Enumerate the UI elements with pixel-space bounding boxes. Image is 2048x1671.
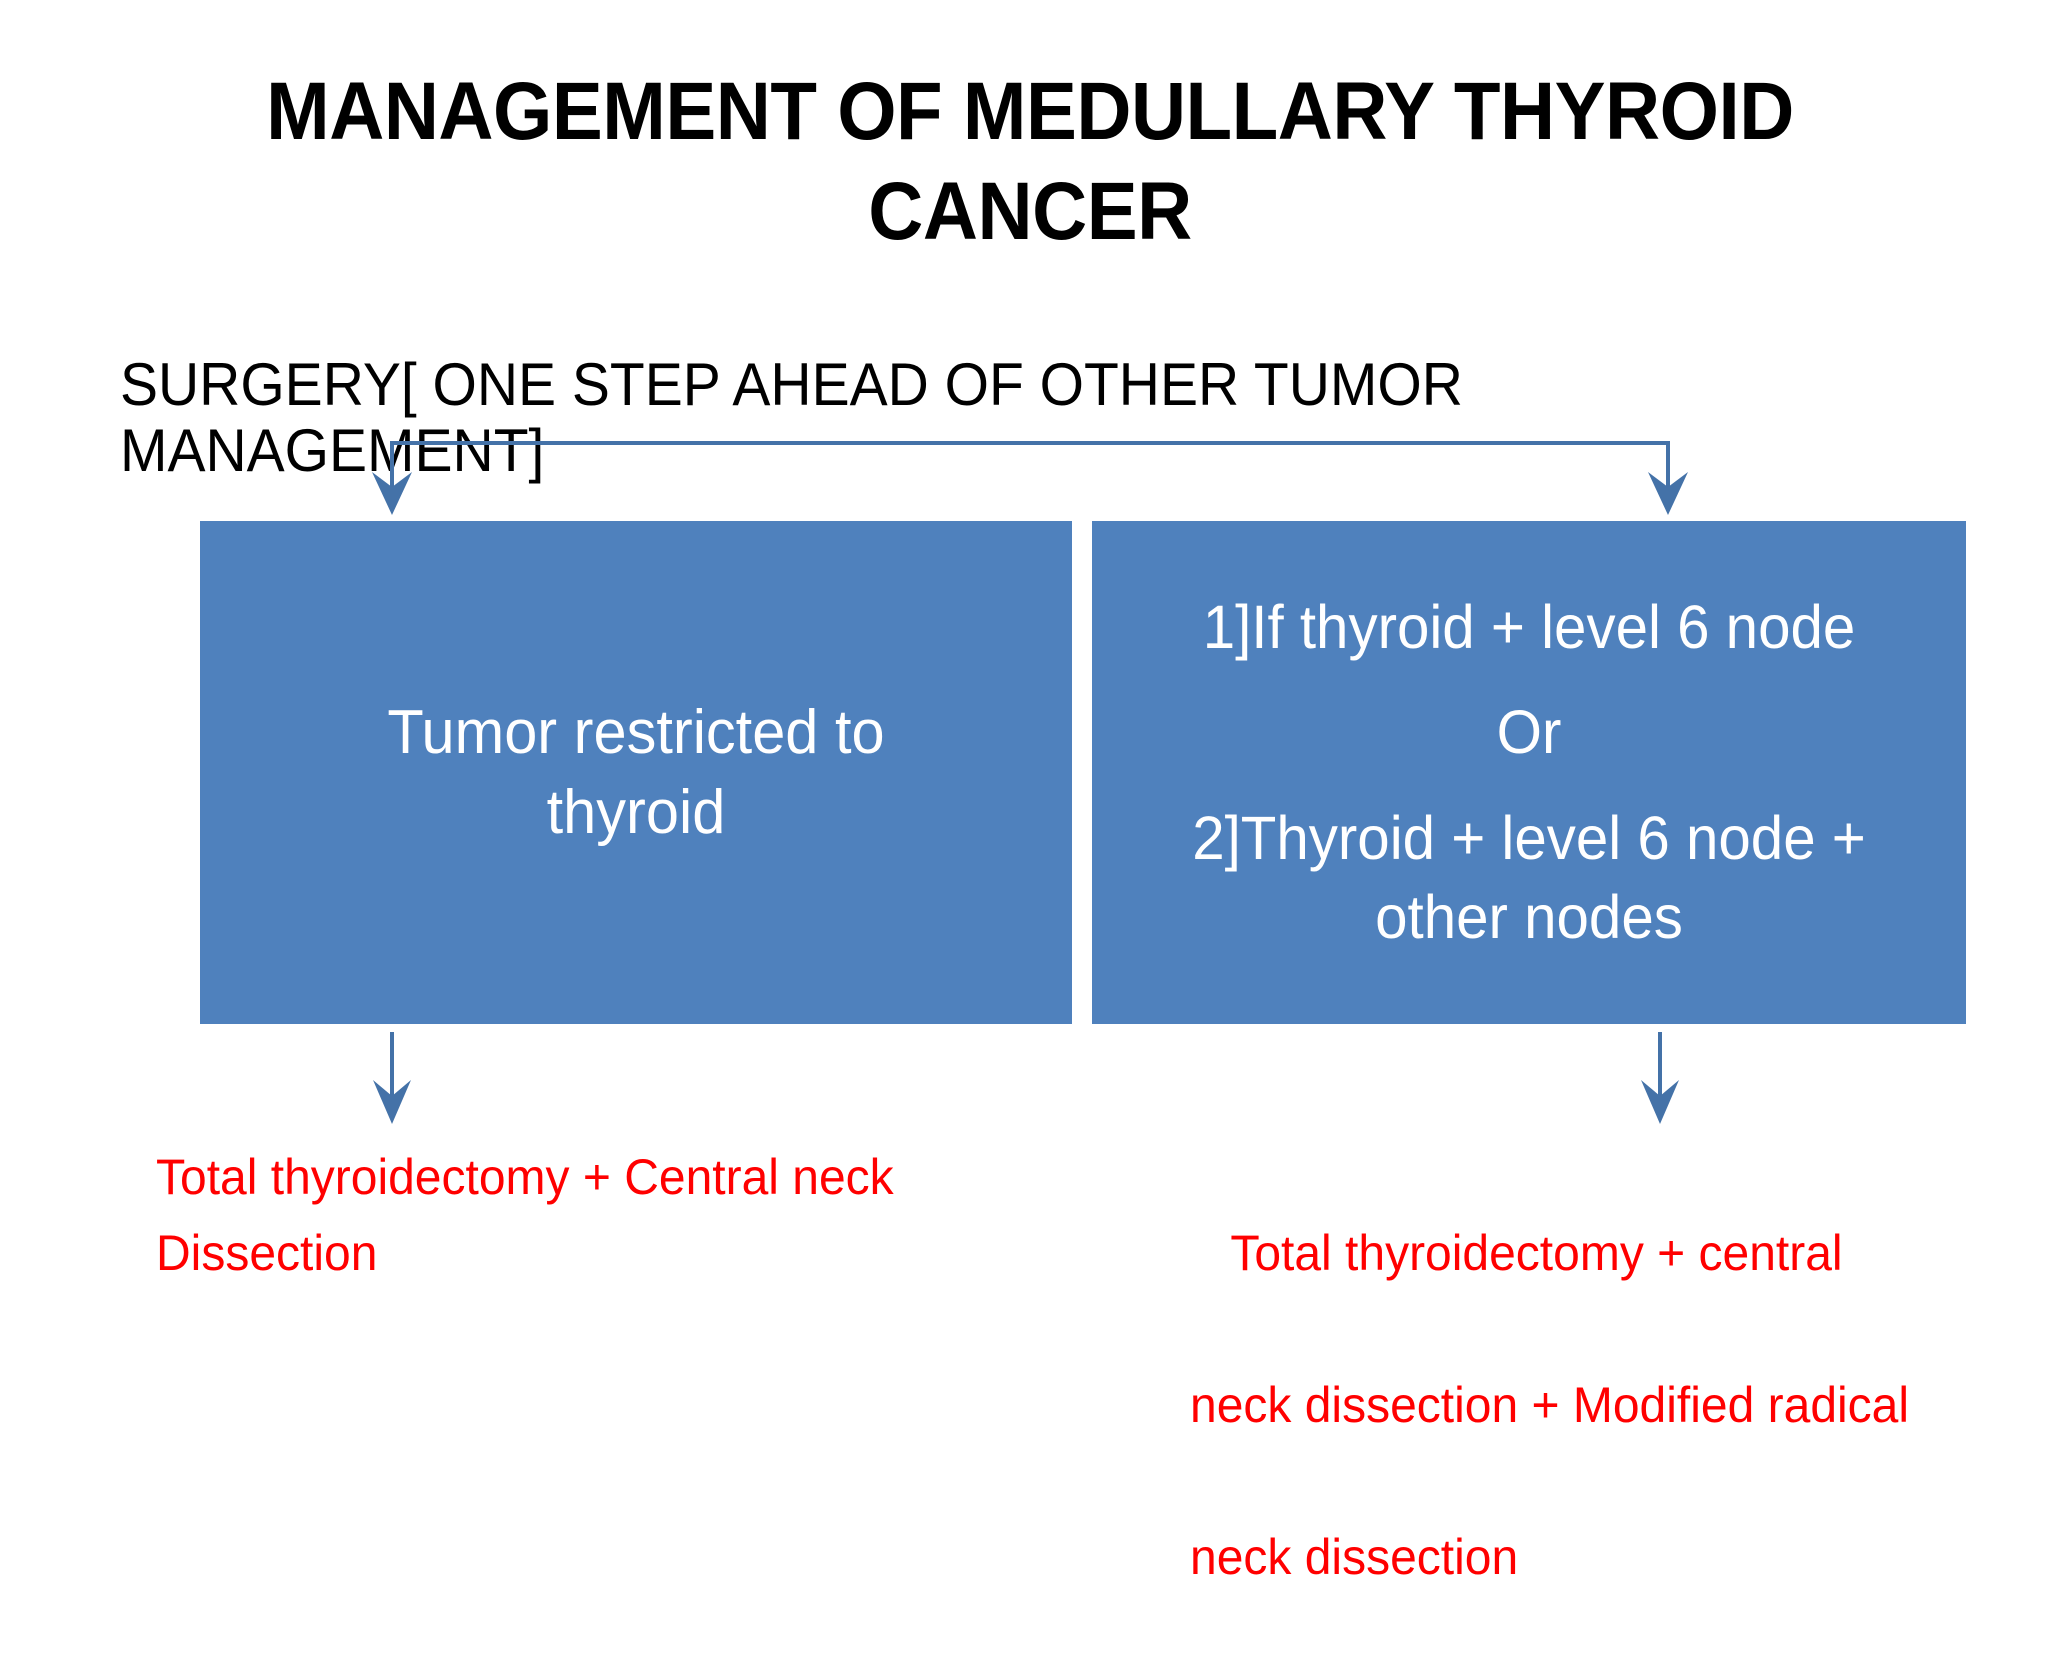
right-outcome-line-3: neck dissection [1190,1529,1519,1585]
slide-subtitle: SURGERY[ ONE STEP AHEAD OF OTHER TUMOR M… [120,351,1463,484]
slide-canvas: MANAGEMENT OF MEDULLARY THYROID CANCER S… [120,66,1966,1585]
page-title: MANAGEMENT OF MEDULLARY THYROID CANCER [266,66,1794,258]
right-branch-option-1: 1]If thyroid + level 6 node [1202,592,1856,661]
right-outcome-line-1: Total thyroidectomy + central [1230,1225,1843,1281]
right-branch-or-separator: Or [1496,698,1562,767]
right-outcome-line-2: neck dissection + Modified radical [1190,1377,1910,1433]
arrowhead-right-outcome [1641,1080,1679,1124]
right-branch-option-2: 2]Thyroid + level 6 node + other nodes [1192,803,1866,951]
right-branch-box[interactable]: 1]If thyroid + level 6 node Or 2]Thyroid… [1092,521,1966,1024]
left-outcome-text: Total thyroidectomy + Central neck Disse… [156,1149,894,1281]
left-branch-box[interactable]: Tumor restricted to thyroid [200,521,1072,1024]
arrowhead-left-outcome [373,1080,411,1124]
right-outcome-text: Total thyroidectomy + central neck disse… [1190,1139,1987,1671]
left-branch-box-text: Tumor restricted to thyroid [387,698,885,847]
